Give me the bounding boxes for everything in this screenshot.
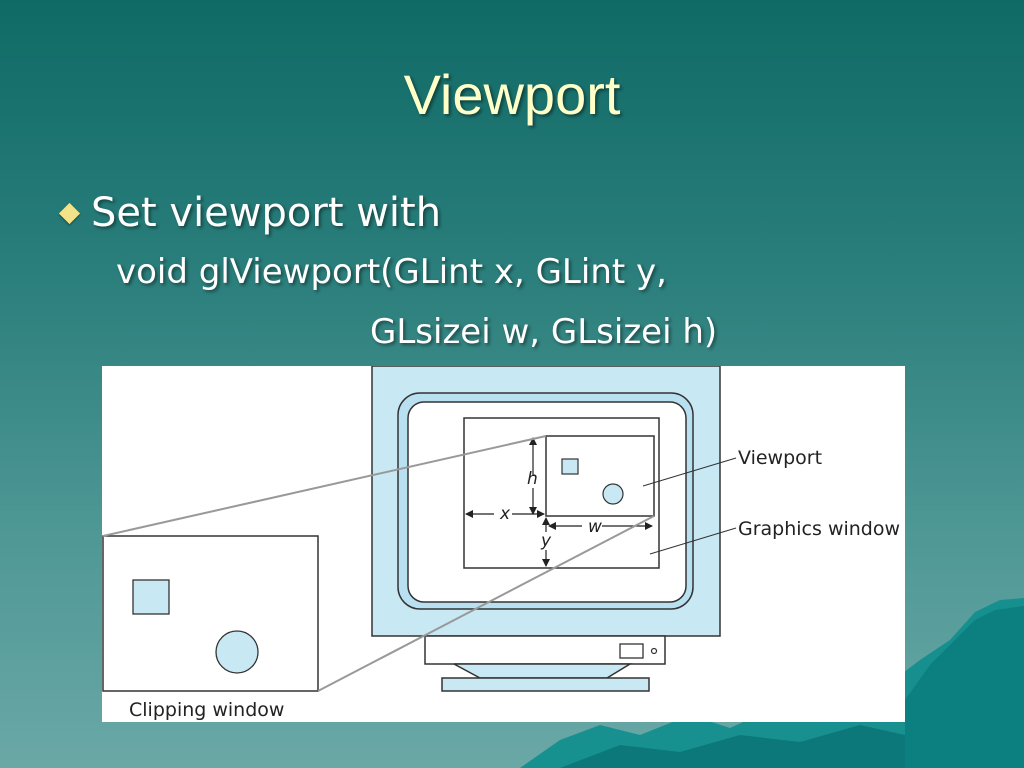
x-label: x: [499, 504, 511, 524]
graphics-window-leader: [649, 527, 737, 555]
code-line-1: void glViewport(GLint x, GLint y,: [116, 252, 667, 292]
monitor-power-light: [650, 647, 658, 655]
viewport-circle: [602, 483, 624, 505]
code-line-2: GLsizei w, GLsizei h): [370, 312, 718, 352]
viewport-rect: [545, 435, 655, 517]
monitor-neck: [453, 663, 633, 679]
monitor-stand: [441, 677, 650, 692]
viewport-diagram: h x y w Viewport Graphics window Clippin…: [102, 366, 905, 722]
monitor-button: [619, 643, 644, 659]
projection-line-top: [102, 435, 547, 537]
h-label: h: [527, 469, 538, 489]
bullet-item: Set viewport with: [58, 190, 442, 236]
bullet-text: Set viewport with: [91, 190, 442, 236]
viewport-label: Viewport: [738, 447, 822, 469]
w-label: w: [588, 517, 602, 537]
projection-line-bottom: [317, 515, 655, 692]
graphics-window-label: Graphics window: [738, 518, 900, 540]
viewport-leader: [642, 457, 737, 487]
clipping-square: [132, 579, 170, 615]
diamond-bullet-icon: [58, 202, 81, 224]
slide-title: Viewport: [403, 63, 621, 126]
clipping-circle: [215, 630, 259, 674]
y-label: y: [540, 531, 552, 551]
clipping-window-label: Clipping window: [129, 699, 284, 721]
viewport-square: [561, 458, 579, 475]
